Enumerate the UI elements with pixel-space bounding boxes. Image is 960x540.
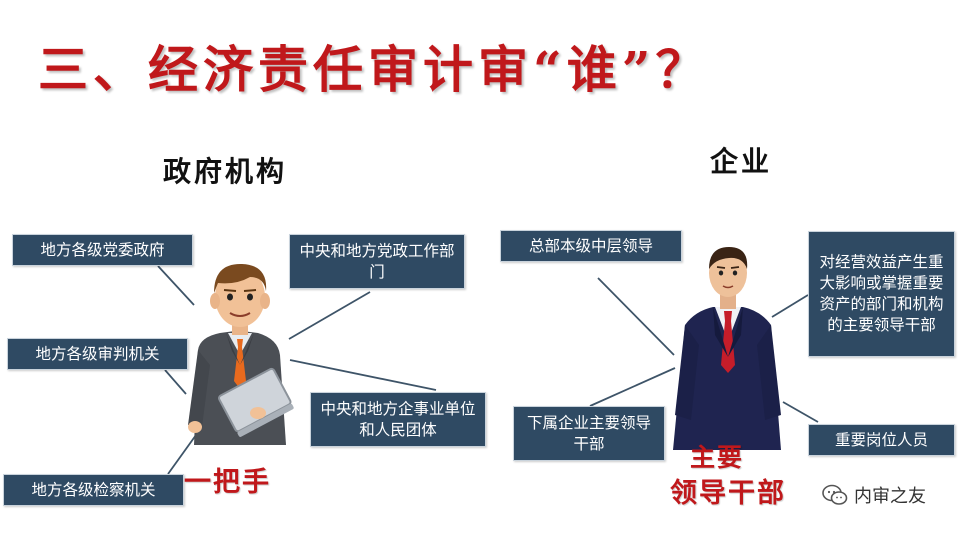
enterprise-heading: 企业 [710,145,773,178]
box-local-courts: 地方各级审判机关 [7,338,188,370]
box-enterprises-institutions: 中央和地方企事业单位和人民团体 [310,392,486,447]
box-hq-middle-managers: 总部本级中层领导 [500,230,682,262]
enterprise-leader-illustration [673,247,781,450]
enterprise-role-label-line2: 领导干部 [670,478,786,509]
government-heading: 政府机构 [163,155,288,188]
box-local-party-committees: 地方各级党委政府 [12,234,193,266]
box-key-position-staff: 重要岗位人员 [808,424,955,456]
wechat-icon [822,484,848,505]
government-official-illustration [188,263,294,445]
box-key-department-leaders: 对经营效益产生重大影响或掌握重要资产的部门和机构的主要领导干部 [808,231,955,357]
watermark-text: 内审之友 [854,486,926,507]
page-title: 三、经济责任审计审“谁”？ [38,40,711,99]
box-local-procuratorates: 地方各级检察机关 [3,474,184,506]
government-role-label: 一把手 [184,467,271,498]
watermark: 内审之友 [822,482,926,508]
enterprise-role-label-line1: 主要 [690,443,745,472]
box-party-govt-departments: 中央和地方党政工作部门 [289,234,465,289]
box-subsidiary-leaders: 下属企业主要领导干部 [513,406,665,461]
